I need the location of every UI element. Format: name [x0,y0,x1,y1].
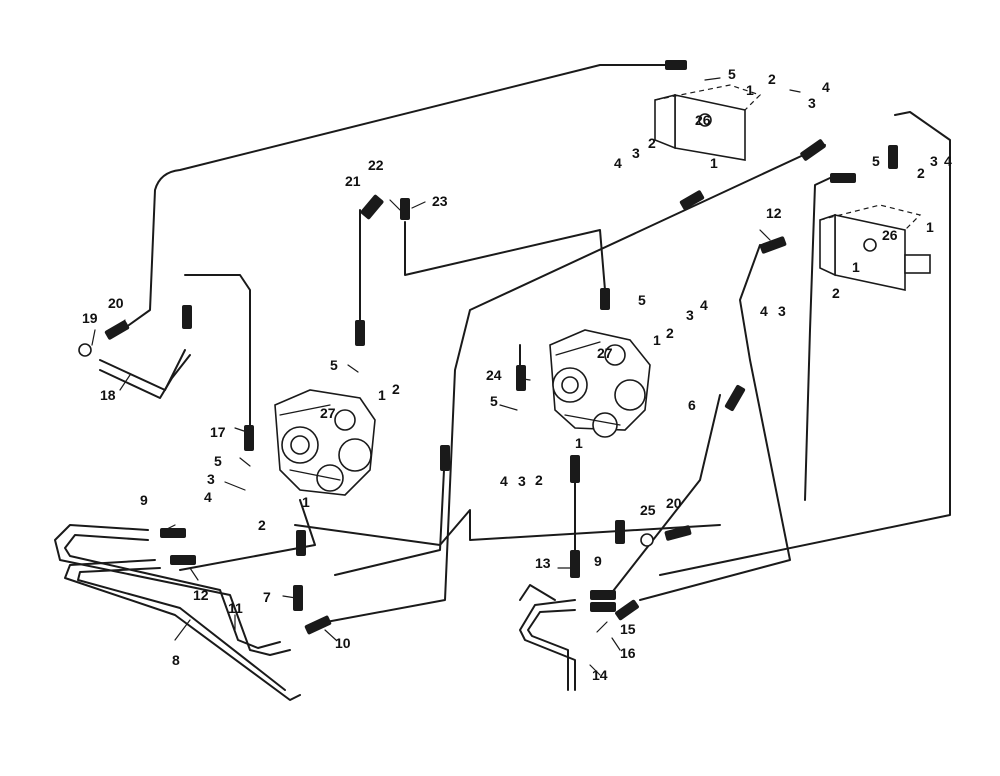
callout-4: 4 [944,153,952,169]
callout-18: 18 [100,387,116,403]
callout-4: 4 [822,79,830,95]
callout-27: 27 [597,345,613,361]
callout-25: 25 [640,502,656,518]
callout-labels: 1 1 1 1 1 1 1 1 2 2 2 2 2 2 2 2 3 3 3 3 … [82,66,952,683]
leader-lines [91,77,801,676]
callout-1: 1 [852,259,860,275]
callout-3: 3 [518,473,526,489]
callout-3: 3 [778,303,786,319]
callout-5: 5 [638,292,646,308]
callout-2: 2 [768,71,776,87]
valve-block-upper [654,84,762,161]
callout-11: 11 [228,600,243,616]
callout-3: 3 [808,95,816,111]
callout-3: 3 [686,307,694,323]
callout-23: 23 [432,193,448,209]
callout-4: 4 [760,303,768,319]
callout-24: 24 [486,367,502,383]
callout-20: 20 [108,295,124,311]
callout-3: 3 [207,471,215,487]
callout-9: 9 [140,492,148,508]
callout-2: 2 [535,472,543,488]
callout-1: 1 [378,387,386,403]
callout-26: 26 [882,227,898,243]
callout-12: 12 [766,205,782,221]
pump-middle [549,329,651,438]
callout-1: 1 [653,332,661,348]
callout-1: 1 [575,435,583,451]
callout-22: 22 [368,157,384,173]
callout-1: 1 [302,494,310,510]
callout-14: 14 [592,667,608,683]
callout-5: 5 [872,153,880,169]
callout-4: 4 [700,297,708,313]
callout-5: 5 [728,66,736,82]
callout-13: 13 [535,555,551,571]
callout-5: 5 [330,357,338,373]
callout-5: 5 [490,393,498,409]
callout-15: 15 [620,621,636,637]
callout-27: 27 [320,405,336,421]
callout-2: 2 [392,381,400,397]
callout-1: 1 [926,219,934,235]
hose-lines [114,64,951,626]
callout-7: 7 [263,589,271,605]
pump-left [274,389,376,496]
callout-2: 2 [648,135,656,151]
callout-1: 1 [710,155,718,171]
callout-2: 2 [258,517,266,533]
callout-2: 2 [666,325,674,341]
callout-4: 4 [614,155,622,171]
callout-8: 8 [172,652,180,668]
callout-9: 9 [594,553,602,569]
callout-2: 2 [917,165,925,181]
callout-4: 4 [204,489,212,505]
callout-17: 17 [210,424,226,440]
callout-1: 1 [746,82,754,98]
callout-26: 26 [695,112,711,128]
callout-12: 12 [193,587,209,603]
callout-5: 5 [214,453,222,469]
callout-19: 19 [82,310,98,326]
callout-10: 10 [335,635,351,651]
callout-6: 6 [688,397,696,413]
callout-4: 4 [500,473,508,489]
rigid-pipes [54,349,576,701]
callout-2: 2 [832,285,840,301]
valve-block-right [819,204,931,291]
callout-3: 3 [930,153,938,169]
callout-16: 16 [620,645,636,661]
callout-3: 3 [632,145,640,161]
fittings [78,60,898,635]
callout-21: 21 [345,173,361,189]
callout-20: 20 [666,495,682,511]
